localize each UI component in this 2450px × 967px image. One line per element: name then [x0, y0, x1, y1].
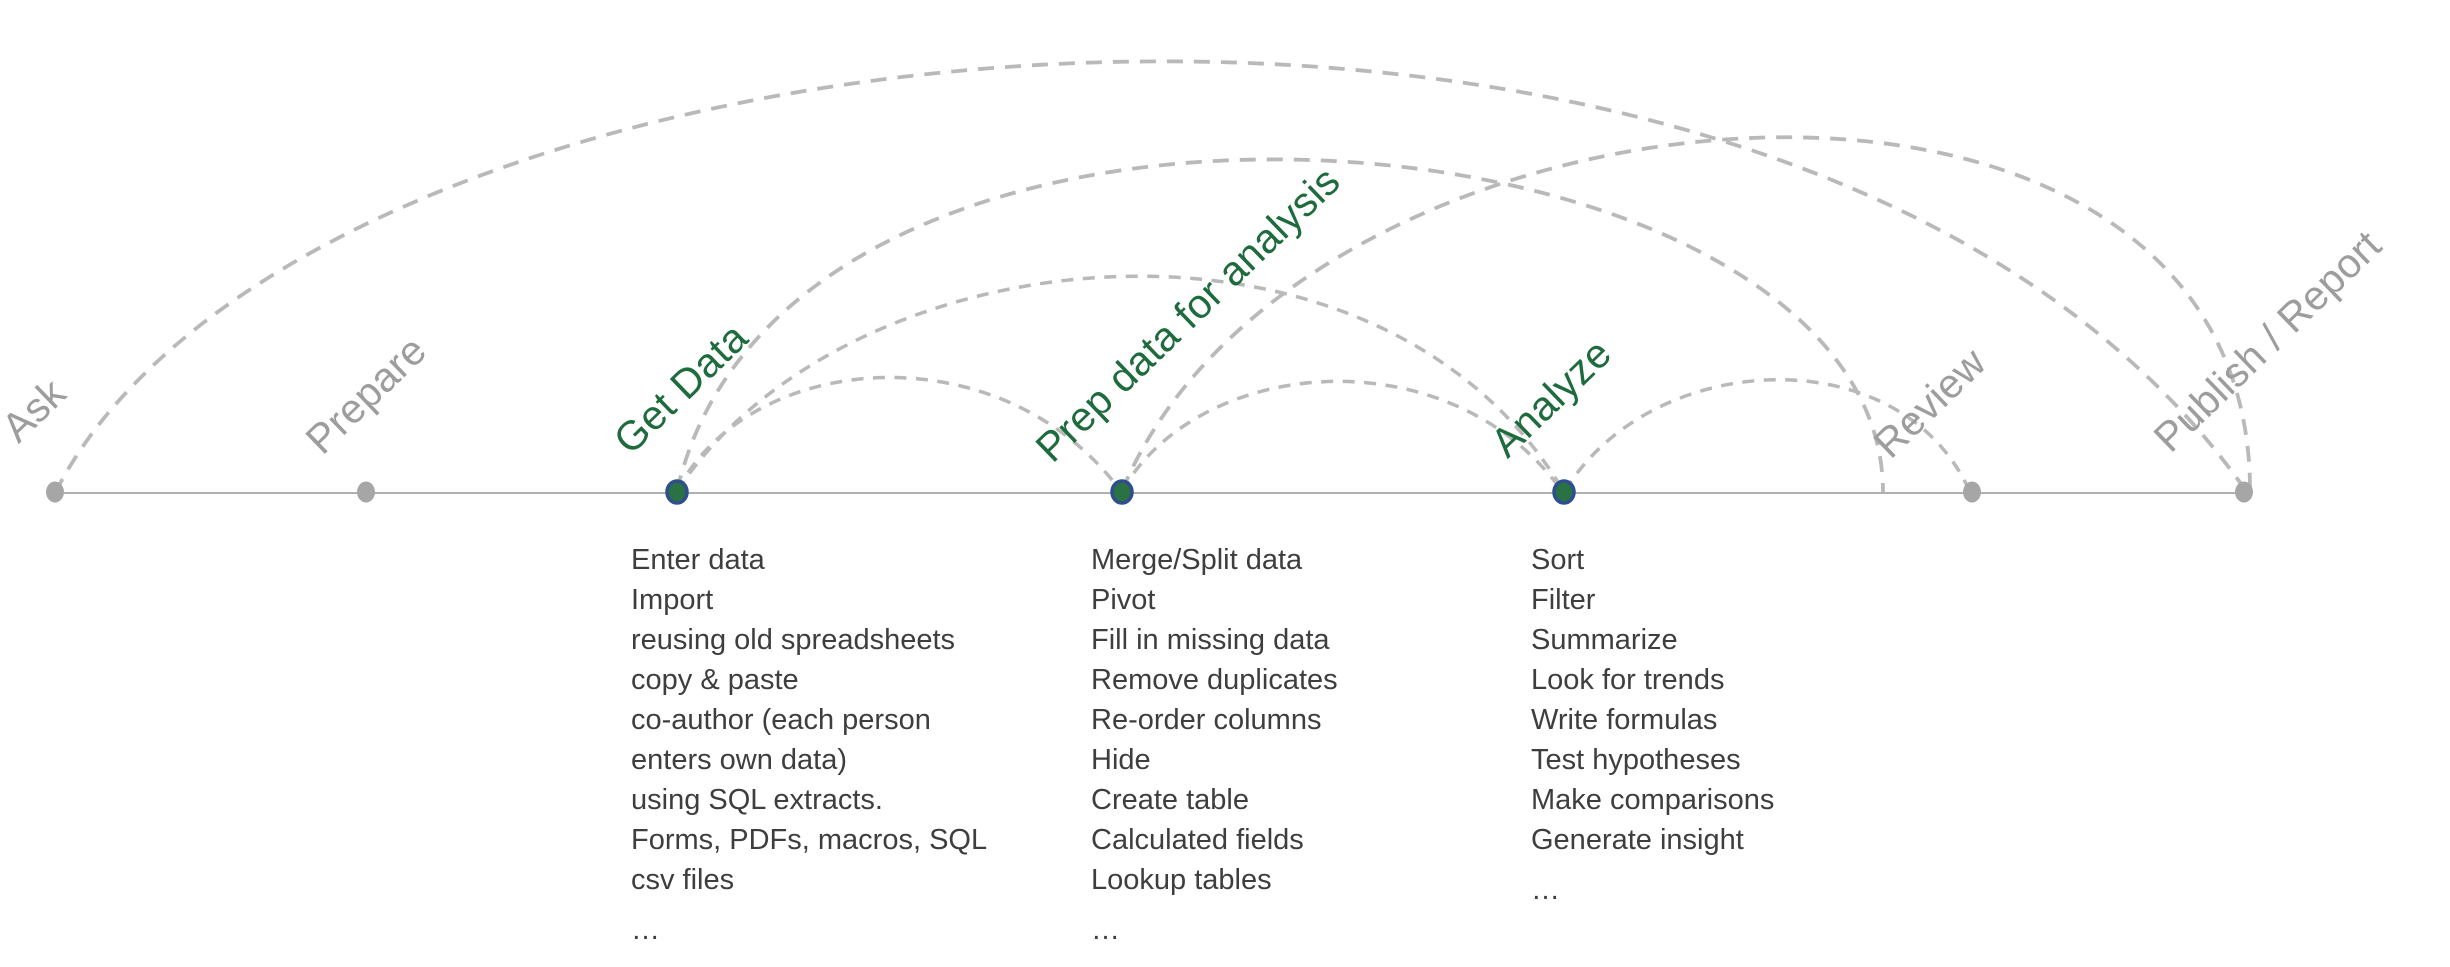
- dot-review: [1963, 481, 1981, 503]
- task-item: Import: [631, 584, 714, 616]
- task-item: enters own data): [631, 744, 848, 776]
- task-item: Re-order columns: [1091, 704, 1322, 736]
- arc-analyze-review: [1563, 377, 1972, 493]
- task-item: Generate insight: [1531, 824, 1744, 856]
- task-item-ellipsis: …: [631, 914, 662, 946]
- task-item: Pivot: [1091, 584, 1156, 616]
- dot-analyze: [1552, 479, 1576, 505]
- dot-prep-data: [1110, 479, 1134, 505]
- arc-getdata-review: [675, 157, 1885, 494]
- task-item: Summarize: [1531, 624, 1678, 656]
- task-item: Merge/Split data: [1091, 544, 1303, 576]
- task-item: Filter: [1531, 584, 1596, 616]
- dot-publish: [2235, 481, 2253, 503]
- task-item: Lookup tables: [1091, 864, 1272, 896]
- task-item-ellipsis: …: [1091, 914, 1122, 946]
- task-item: Make comparisons: [1531, 784, 1775, 816]
- task-list-get-data: Enter data Import reusing old spreadshee…: [631, 540, 987, 950]
- task-item: co-author (each person: [631, 704, 931, 736]
- arc-prepdata-publish: [1120, 135, 2252, 493]
- arc-getdata-prepdata: [675, 375, 1122, 492]
- task-item: Remove duplicates: [1091, 664, 1338, 696]
- dot-prepare: [357, 481, 375, 503]
- task-item: Create table: [1091, 784, 1249, 816]
- task-list-prep-data: Merge/Split data Pivot Fill in missing d…: [1091, 540, 1338, 950]
- task-item: Calculated fields: [1091, 824, 1304, 856]
- task-item: copy & paste: [631, 664, 799, 696]
- task-item: Test hypotheses: [1531, 744, 1741, 776]
- arc-prepdata-analyze: [1120, 379, 1564, 493]
- task-item: Look for trends: [1531, 664, 1725, 696]
- task-item: using SQL extracts.: [631, 784, 883, 816]
- task-item: Hide: [1091, 744, 1151, 776]
- task-item: Write formulas: [1531, 704, 1718, 736]
- dot-ask: [46, 481, 64, 503]
- task-item: csv files: [631, 864, 735, 896]
- task-item: Fill in missing data: [1091, 624, 1330, 656]
- task-item: reusing old spreadsheets: [631, 624, 956, 656]
- dot-get-data: [665, 479, 689, 505]
- task-item: Sort: [1531, 544, 1585, 576]
- task-list-analyze: Sort Filter Summarize Look for trends Wr…: [1531, 540, 1774, 910]
- task-item: Forms, PDFs, macros, SQL: [631, 824, 988, 856]
- task-item-ellipsis: …: [1531, 874, 1562, 906]
- task-item: Enter data: [631, 544, 765, 576]
